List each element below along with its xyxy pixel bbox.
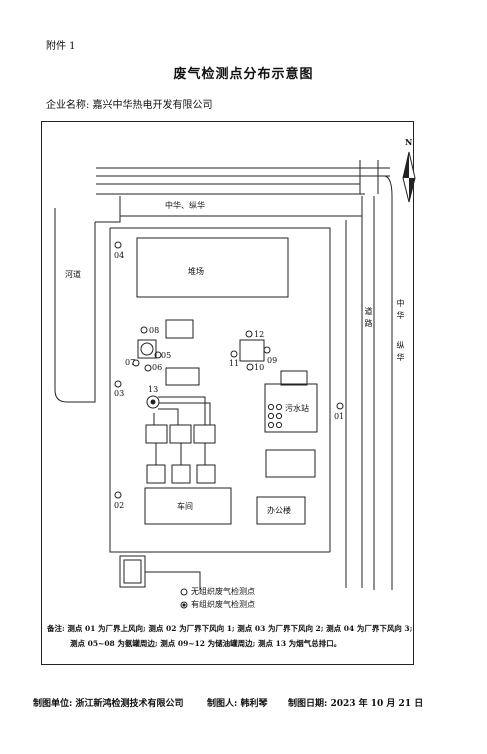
point-02-marker [114, 491, 122, 499]
point-08-marker [140, 326, 148, 334]
legend-filled-marker [180, 601, 188, 609]
point-13-dot [150, 399, 156, 405]
road-top-label: 中华、纵华 [165, 201, 205, 210]
page-title: 废气检测点分布示意图 [173, 67, 314, 82]
point-09-marker [263, 346, 271, 354]
north-label: N [405, 137, 413, 147]
office-label: 办公楼 [267, 506, 291, 515]
company-name: 企业名称: 嘉兴中华热电开发有限公司 [46, 100, 213, 111]
point-10-label: 10 [254, 363, 265, 372]
footer-date: 制图日期: 2023 年 10 月 21 日 [288, 699, 424, 709]
point-12-marker [245, 330, 253, 338]
notes-line-1: 备注: 测点 01 为厂界上风向; 测点 02 为厂界下风向 1; 测点 03 … [47, 624, 413, 633]
legend-hollow-marker [180, 588, 188, 596]
point-01-label: 01 [334, 412, 345, 421]
legend-unorganized: 无组织废气检测点 [191, 587, 255, 596]
point-04-marker [114, 241, 122, 249]
point-13-label: 13 [148, 385, 159, 394]
point-03-marker [114, 380, 122, 388]
diagram-frame [41, 121, 414, 665]
sewage-station-label: 污水站 [285, 404, 309, 413]
north-arrow-icon [402, 151, 416, 203]
road-right-label-1: 中华 [396, 299, 405, 320]
point-05-label: 05 [161, 351, 172, 360]
stockyard-box [136, 237, 289, 298]
stockyard-label: 堆场 [188, 267, 204, 276]
workshop-box [144, 487, 232, 525]
river-outline [54, 208, 96, 403]
point-10-marker [246, 363, 254, 371]
point-08-label: 08 [149, 326, 160, 335]
footer-maker: 制图人: 韩利琴 [207, 699, 268, 709]
notes-line-2: 测点 05~08 为氨罐周边; 测点 09~12 为储油罐周边; 测点 13 为… [70, 639, 342, 648]
point-01-marker [336, 402, 344, 410]
point-05-marker [154, 351, 162, 359]
plant-boundary-top-right [110, 227, 331, 552]
point-07-label: 07 [125, 358, 136, 367]
ammonia-tank-box [137, 339, 157, 359]
point-04-label: 04 [114, 251, 125, 260]
point-12-label: 12 [254, 330, 265, 339]
workshop-label: 车间 [177, 502, 193, 511]
road-right-label-2: 纵华 [396, 341, 405, 362]
point-06-marker [144, 364, 152, 372]
outer-road-curve [384, 175, 393, 197]
footer-unit: 制图单位: 浙江新鸿检测技术有限公司 [33, 699, 184, 709]
point-11-label: 11 [229, 359, 240, 368]
legend-organized: 有组织废气检测点 [191, 600, 255, 609]
sewage-station-box [264, 383, 318, 433]
inner-road-label: 道路 [364, 307, 373, 328]
point-06-label: 06 [152, 363, 163, 372]
point-07-marker [132, 359, 140, 367]
attachment-label: 附件 1 [46, 41, 76, 52]
point-03-label: 03 [114, 389, 125, 398]
office-box [256, 496, 306, 525]
river-label: 河道 [65, 270, 81, 279]
oil-tank-box [239, 339, 265, 362]
point-11-marker [230, 350, 238, 358]
point-02-label: 02 [114, 501, 125, 510]
river-link [95, 196, 121, 223]
plant-boundary-left-bottom [109, 228, 330, 553]
point-09-label: 09 [267, 356, 278, 365]
